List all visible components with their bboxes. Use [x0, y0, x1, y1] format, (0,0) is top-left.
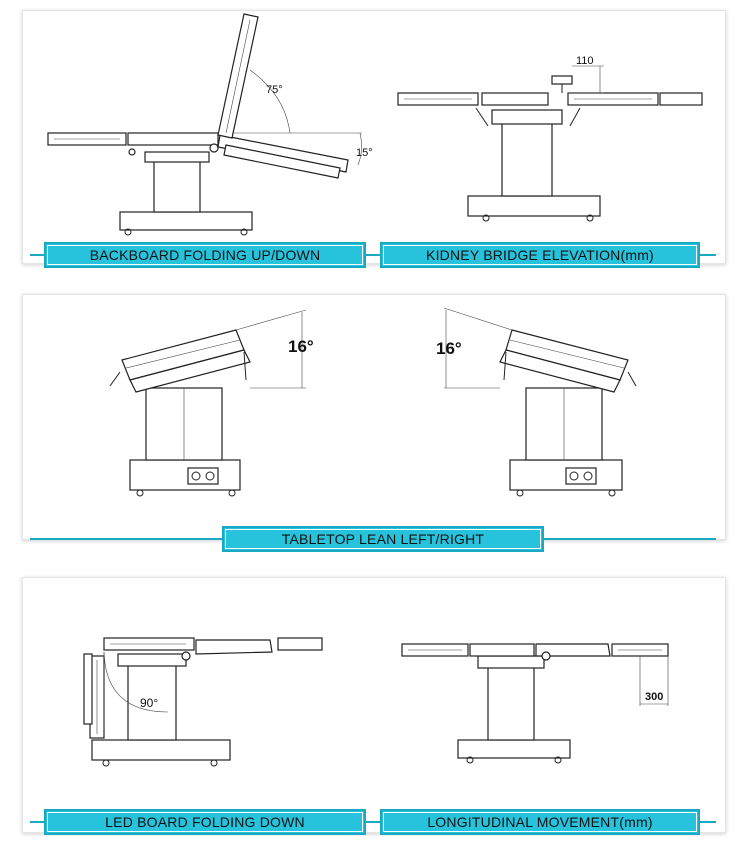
bottom-row-caption-rule: [30, 821, 716, 823]
legboard-angle-label: 90°: [140, 696, 158, 710]
kidney-caption: KIDNEY BRIDGE ELEVATION(mm): [380, 242, 700, 268]
longitudinal-caption: LONGITUDINAL MOVEMENT(mm): [380, 809, 700, 835]
top-row-caption-rule: [30, 254, 716, 256]
longitudinal-dimension-label: 300: [645, 691, 663, 703]
kidney-dimension-label: 110: [576, 55, 594, 67]
backboard-angle-up-label: 75°: [266, 84, 283, 96]
tabletop-angle-left-label: 16°: [288, 337, 314, 356]
legboard-caption: LED BOARD FOLDING DOWN: [44, 809, 366, 835]
backboard-caption: BACKBOARD FOLDING UP/DOWN: [44, 242, 366, 268]
backboard-angle-down-label: 15°: [356, 147, 373, 159]
tabletop-angle-right-label: 16°: [436, 339, 462, 358]
tabletop-caption: TABLETOP LEAN LEFT/RIGHT: [222, 526, 544, 552]
